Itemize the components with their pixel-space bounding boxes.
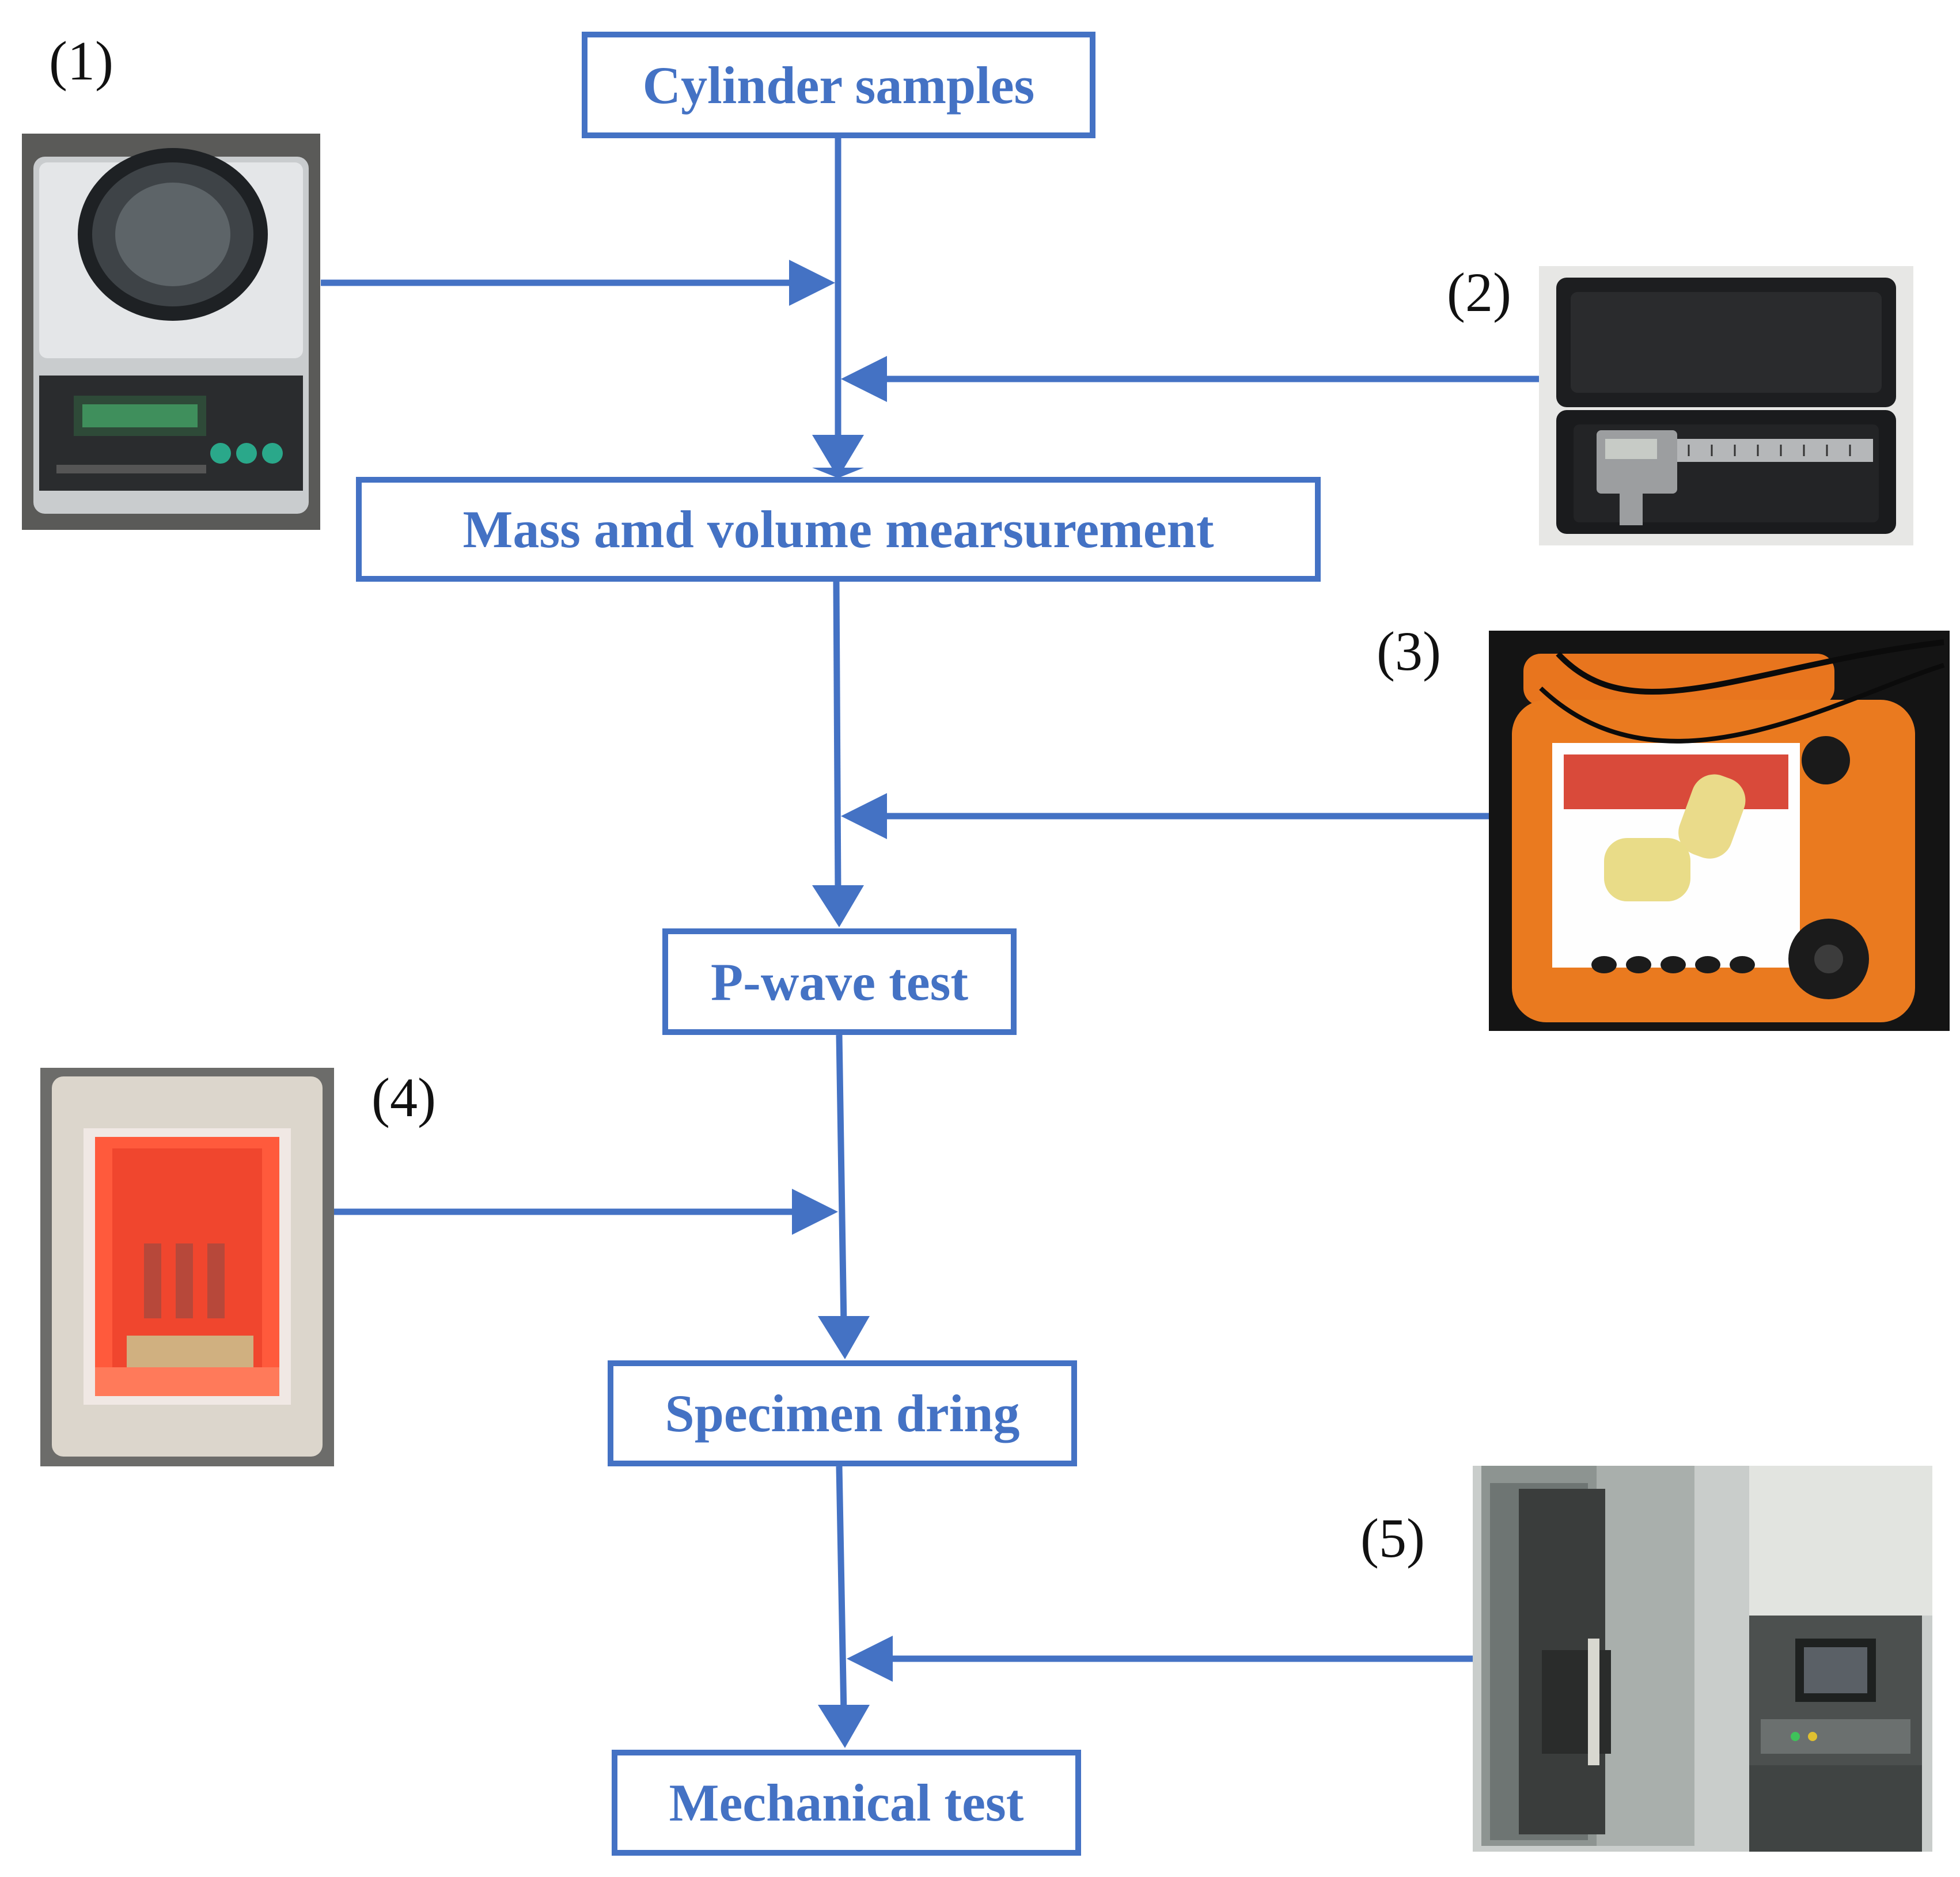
tester-icon [1489, 631, 1950, 1031]
arrow-pwave-to-drying [836, 1034, 847, 1325]
arrow-mass-to-pwave [833, 581, 841, 893]
label-2: (2) [1447, 261, 1511, 323]
testing-machine-photo [1473, 1466, 1932, 1852]
arrow-drying-to-mech [836, 1466, 847, 1714]
machine-icon [1473, 1466, 1932, 1852]
step-mechanical-test: Mechanical test [612, 1750, 1081, 1856]
step-cylinder-samples: Cylinder samples [582, 32, 1095, 138]
label-3: (3) [1377, 620, 1441, 682]
pwave-tester-photo [1489, 631, 1950, 1031]
balance-icon [22, 134, 320, 530]
step-pwave-test: P-wave test [662, 928, 1017, 1035]
caliper-photo [1539, 266, 1913, 545]
furnace-photo [40, 1068, 334, 1466]
step-mass-volume: Mass amd volume mearsurement [356, 477, 1321, 582]
caliper-icon [1539, 266, 1913, 545]
step-specimen-drying: Specimen dring [608, 1360, 1077, 1466]
label-5: (5) [1360, 1507, 1425, 1569]
balance-photo [22, 134, 320, 530]
label-4: (4) [371, 1067, 436, 1128]
label-1: (1) [49, 30, 113, 92]
furnace-icon [40, 1068, 334, 1466]
